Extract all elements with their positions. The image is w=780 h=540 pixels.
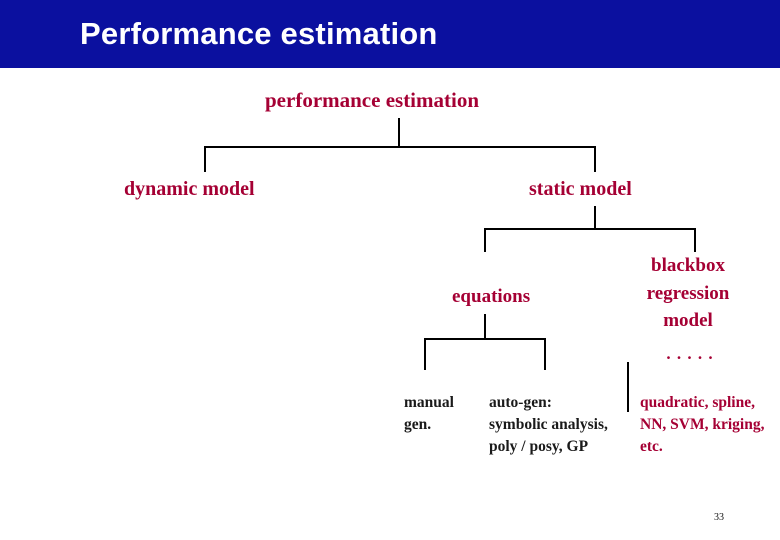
node-dynamic-model: dynamic model [124,178,255,200]
node-auto-gen: auto-gen: symbolic analysis, poly / posy… [489,394,608,455]
page-number: 33 [714,512,724,523]
node-blackbox-regression-model: blackbox regression model [646,255,730,332]
connector-dynamic-drop [204,146,206,172]
node-performance-estimation: performance estimation [265,88,480,112]
connector-blackbox-stem [627,362,629,412]
connector-root-bar [204,146,596,148]
connector-manual-drop [424,338,426,370]
connector-static-bar [484,228,696,230]
connector-blackbox-drop [694,228,696,252]
connector-autogen-drop [544,338,546,370]
connector-static-stem [594,206,596,228]
node-quadratic-methods: quadratic, spline, NN, SVM, kriging, etc… [640,394,765,455]
connector-equations-bar [424,338,546,340]
node-static-model: static model [529,178,632,200]
page-title: Performance estimation [80,16,438,51]
node-equations: equations [452,286,531,307]
connector-static-drop [594,146,596,172]
title-bar: Performance estimation [0,0,780,68]
connector-equations-drop [484,228,486,252]
node-manual-gen: manual gen. [404,394,454,433]
connector-equations-stem [484,314,486,338]
connector-root-stem [398,118,400,146]
node-ellipsis: . . . . . [666,344,714,363]
